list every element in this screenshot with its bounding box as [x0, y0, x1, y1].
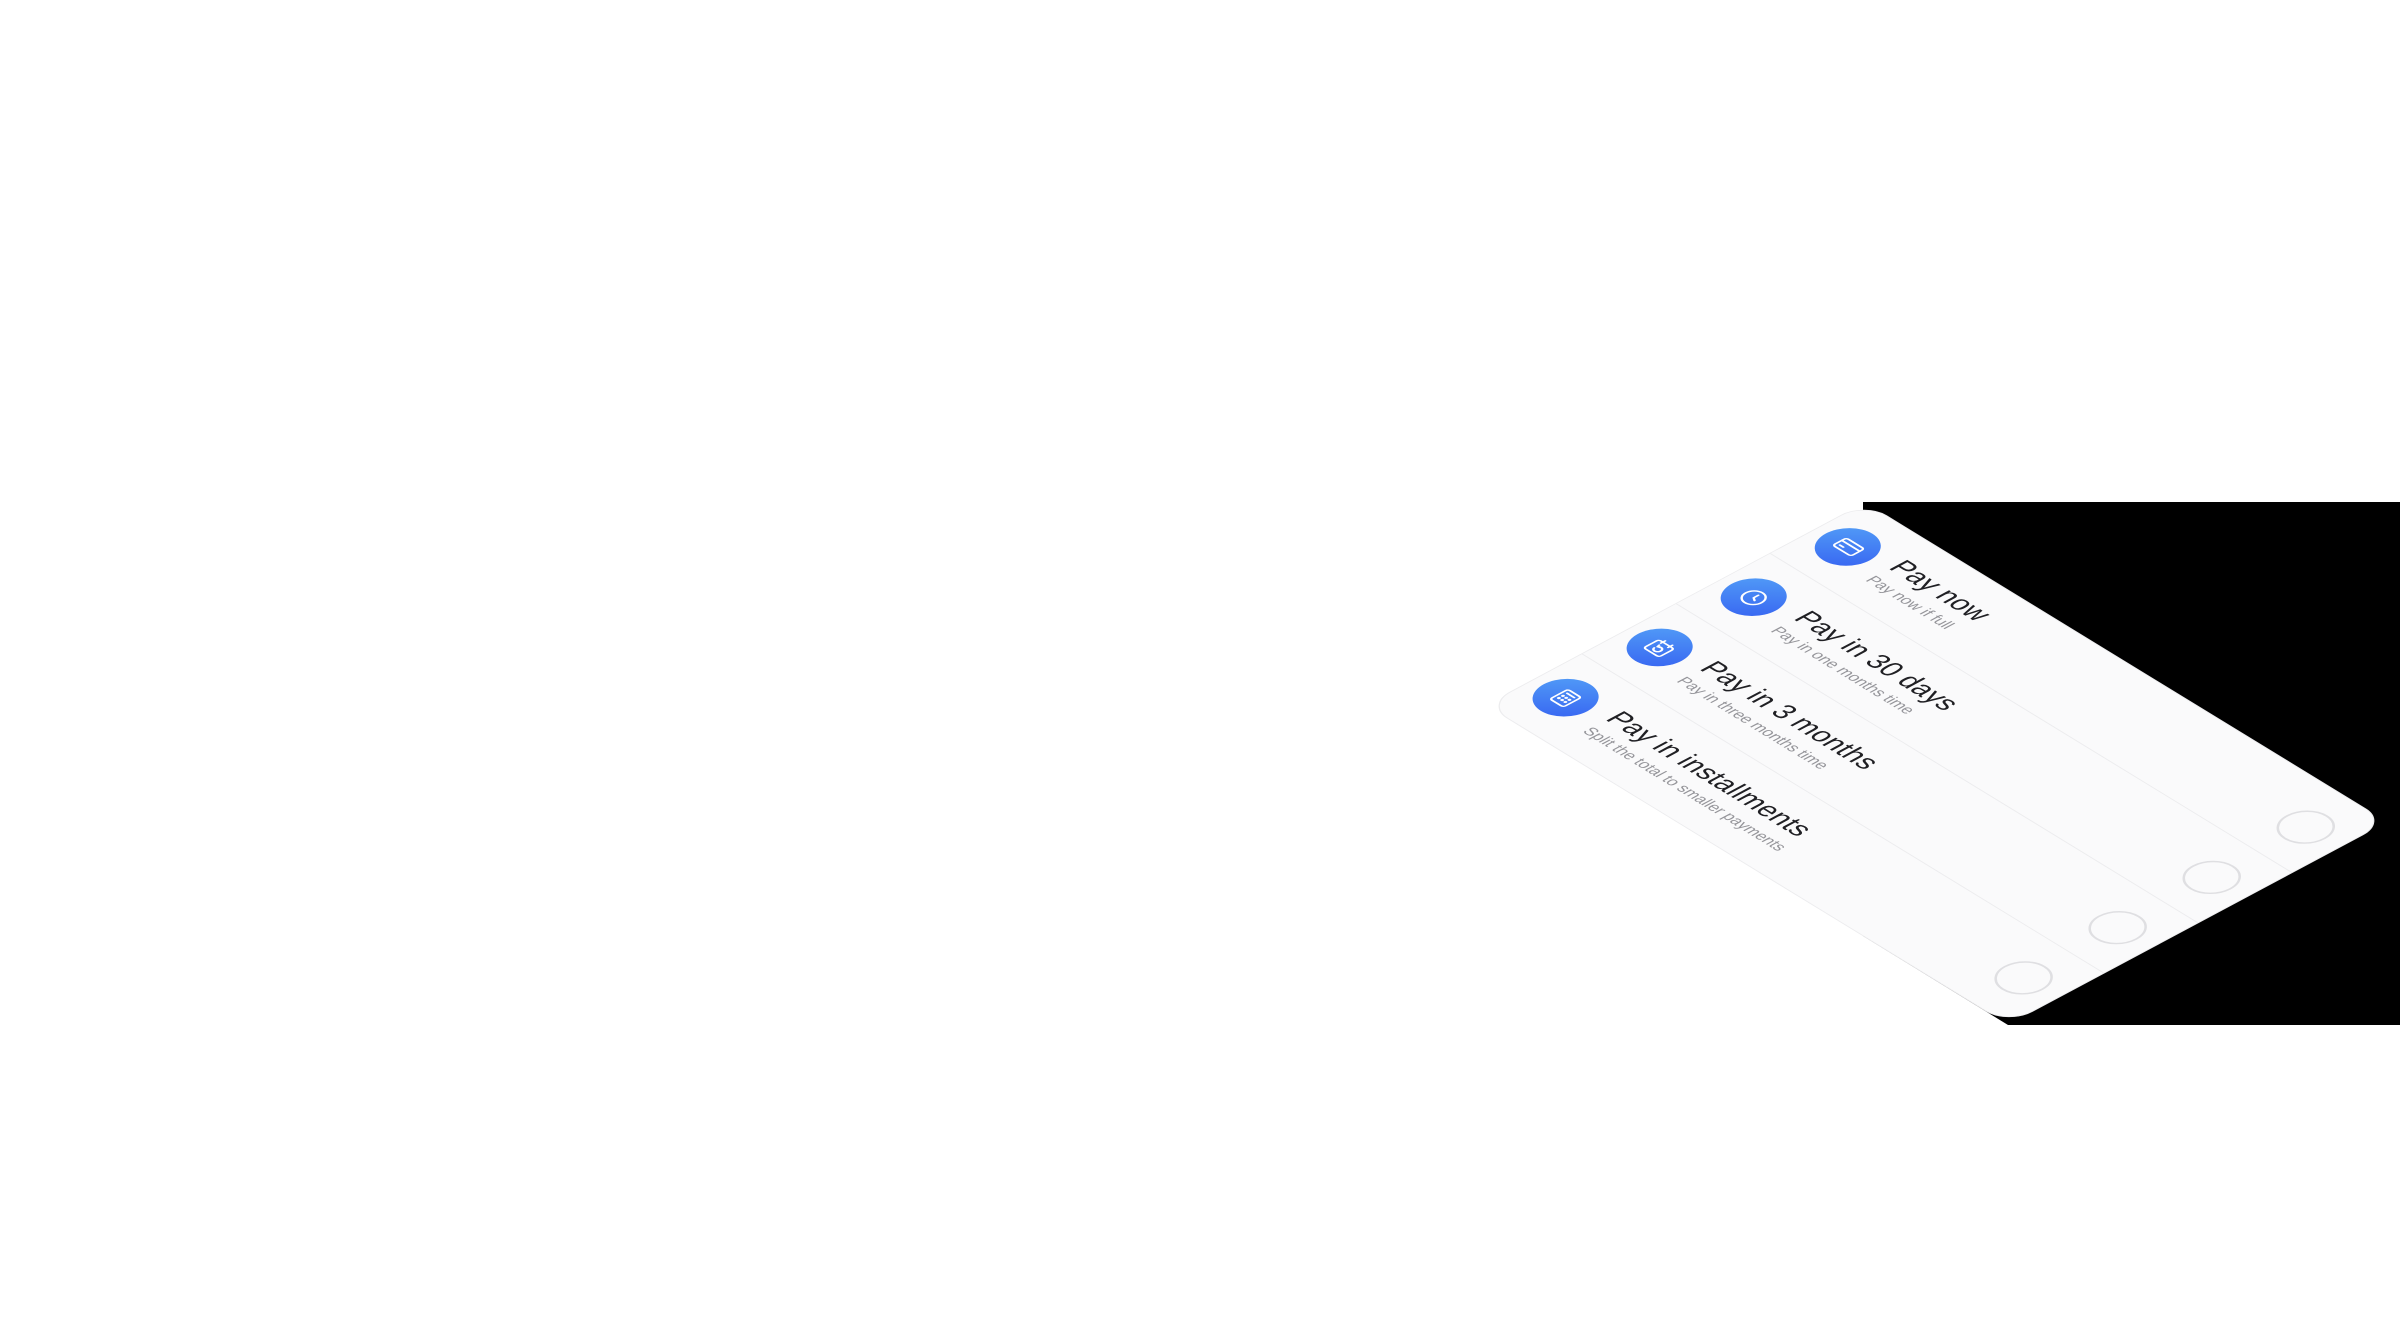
- radio-button-pay-in-3-months[interactable]: [2076, 904, 2159, 952]
- radio-button-pay-now[interactable]: [2265, 803, 2348, 851]
- calendar-sync-icon: [1613, 620, 1707, 675]
- payment-option-pay-in-30-days[interactable]: Pay in 30 days Pay in one months time: [1676, 553, 2293, 923]
- radio-button-pay-in-30-days[interactable]: [2170, 853, 2253, 901]
- credit-card-icon: [1801, 520, 1895, 574]
- clock-icon: [1707, 570, 1801, 624]
- radio-button-pay-in-installments[interactable]: [1982, 954, 2065, 1002]
- payment-option-pay-now[interactable]: Pay now Pay now if full: [1771, 503, 2386, 872]
- payment-option-pay-in-3-months[interactable]: Pay in 3 months Pay in three months time: [1582, 603, 2199, 973]
- payment-option-pay-in-installments[interactable]: Pay in installments Split the total to s…: [1488, 653, 2105, 1023]
- payment-options-card: Pay now Pay now if full Pay in 30 days P…: [1485, 502, 2388, 1025]
- calculator-icon: [1518, 671, 1613, 725]
